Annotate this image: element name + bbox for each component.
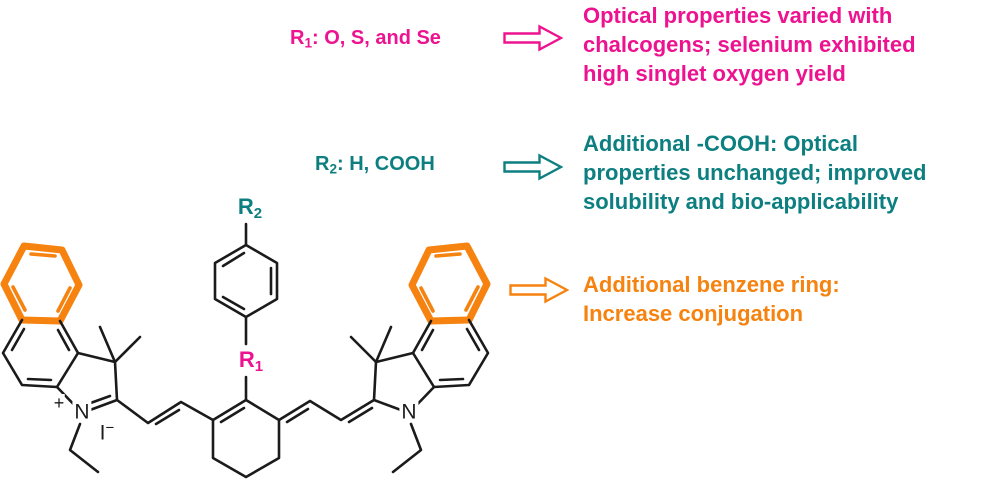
block-arrow-right-icon xyxy=(503,153,563,181)
r2-substituent-label: R2 xyxy=(235,194,265,222)
annotation-line: Additional -COOH: Optical xyxy=(583,131,858,156)
r2-annotation-text: Additional -COOH: Optical properties unc… xyxy=(583,129,927,216)
block-arrow-right-icon xyxy=(503,24,563,52)
r1-substituent-label: R1 xyxy=(236,347,266,375)
left-vinyl-chain-bonds xyxy=(115,398,215,426)
central-cyclohexene-bonds xyxy=(211,398,281,479)
annotation-line: Increase conjugation xyxy=(583,301,804,326)
annotation-line: Additional benzene ring: xyxy=(583,272,840,297)
r1-annotation-label: R1: O, S, and Se xyxy=(290,27,441,51)
right-vinyl-chain-bonds xyxy=(277,398,376,424)
iodide-charge: − xyxy=(105,419,115,437)
right-benzindole-bonds xyxy=(349,318,490,474)
r2-annotation-label: R2: H, COOH xyxy=(315,153,435,177)
plus-charge-label: + xyxy=(53,393,65,413)
annotation-line: chalcogens; selenium exhibited xyxy=(583,32,916,57)
annotation-line: solubility and bio-applicability xyxy=(583,189,899,214)
benzene-annotation-text: Additional benzene ring: Increase conjug… xyxy=(583,270,840,328)
cyanine-dye-structure xyxy=(0,222,491,479)
phenyl-ring-bonds xyxy=(213,222,279,319)
nitrogen-left-label: N xyxy=(72,400,92,424)
highlighted-benzene-ring-right xyxy=(408,242,491,325)
iodide-counterion-label: I− xyxy=(97,419,117,445)
annotation-line: high singlet oxygen yield xyxy=(583,61,846,86)
r1-annotation-text: Optical properties varied with chalcogen… xyxy=(583,1,916,88)
block-arrow-right-icon xyxy=(509,276,569,304)
annotation-line: Optical properties varied with xyxy=(583,3,893,28)
nitrogen-right-label: N xyxy=(399,400,419,424)
annotation-line: properties unchanged; improved xyxy=(583,160,927,185)
left-benzindolium-bonds xyxy=(1,318,142,474)
highlighted-benzene-ring-left xyxy=(0,242,83,325)
